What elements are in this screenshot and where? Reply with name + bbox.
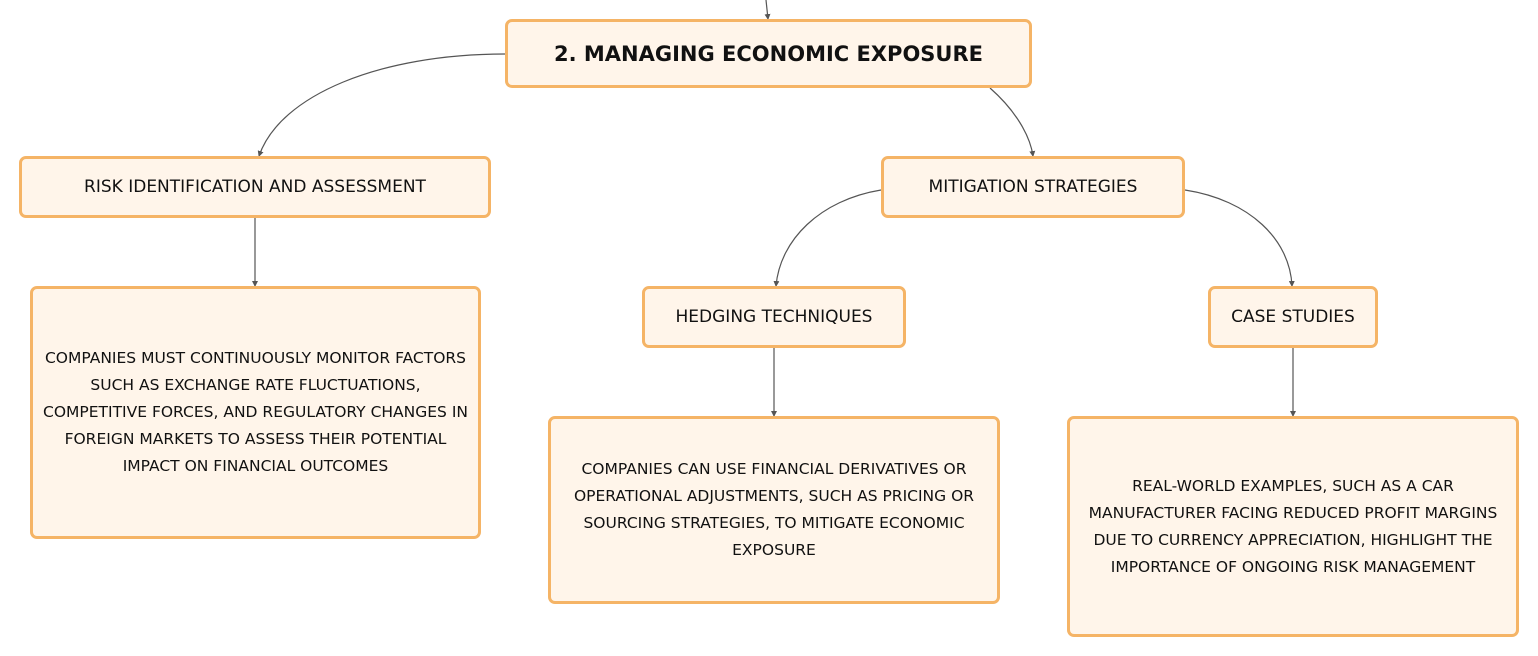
risk-identification-label: RISK IDENTIFICATION AND ASSESSMENT bbox=[84, 177, 426, 197]
case-studies-node[interactable]: CASE STUDIES bbox=[1208, 286, 1378, 348]
connector-root-to-risk bbox=[257, 53, 506, 157]
root-topic-node[interactable]: 2. MANAGING ECONOMIC EXPOSURE bbox=[505, 19, 1032, 88]
mitigation-strategies-node[interactable]: MITIGATION STRATEGIES bbox=[881, 156, 1185, 218]
connector-root-to-mitigation bbox=[989, 87, 1036, 157]
case-studies-detail-node[interactable]: REAL-WORLD EXAMPLES, SUCH AS A CAR MANUF… bbox=[1067, 416, 1519, 637]
connector-incoming-root bbox=[764, 0, 771, 20]
risk-identification-detail-text: COMPANIES MUST CONTINUOUSLY MONITOR FACT… bbox=[43, 349, 468, 475]
connector-mitigation-to-case-studies bbox=[1184, 189, 1295, 287]
hedging-techniques-detail-node[interactable]: COMPANIES CAN USE FINANCIAL DERIVATIVES … bbox=[548, 416, 1000, 604]
case-studies-label: CASE STUDIES bbox=[1231, 307, 1355, 327]
mitigation-strategies-label: MITIGATION STRATEGIES bbox=[928, 177, 1138, 197]
hedging-techniques-detail-text: COMPANIES CAN USE FINANCIAL DERIVATIVES … bbox=[573, 460, 975, 559]
hedging-techniques-node[interactable]: HEDGING TECHNIQUES bbox=[642, 286, 906, 348]
risk-identification-detail-node[interactable]: COMPANIES MUST CONTINUOUSLY MONITOR FACT… bbox=[30, 286, 481, 539]
root-topic-label: 2. MANAGING ECONOMIC EXPOSURE bbox=[554, 41, 983, 66]
hedging-techniques-label: HEDGING TECHNIQUES bbox=[675, 307, 873, 327]
case-studies-detail-text: REAL-WORLD EXAMPLES, SUCH AS A CAR MANUF… bbox=[1088, 476, 1498, 576]
risk-identification-node[interactable]: RISK IDENTIFICATION AND ASSESSMENT bbox=[19, 156, 491, 218]
connector-mitigation-to-hedging bbox=[773, 189, 882, 287]
